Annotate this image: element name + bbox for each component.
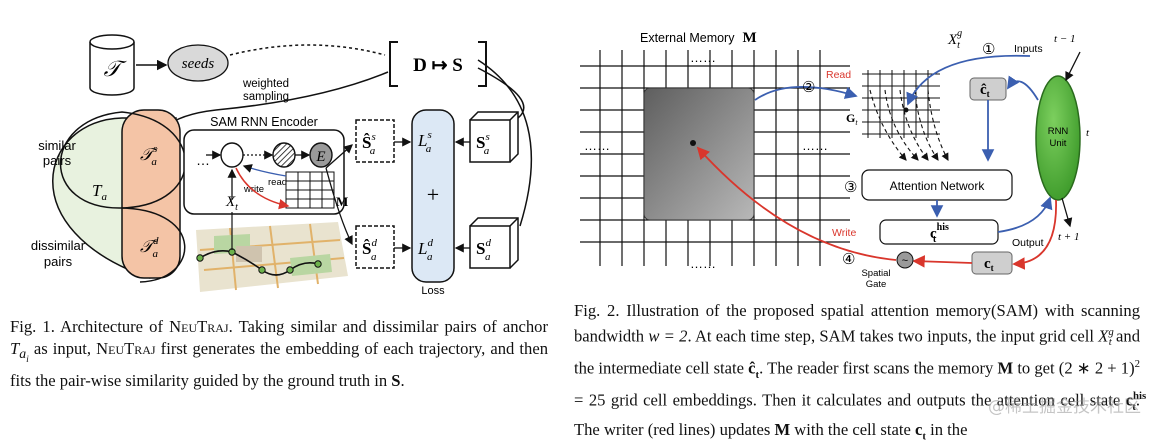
memory-grid-small <box>285 171 335 209</box>
t-minus-1-arrow <box>1065 51 1081 82</box>
rnn-unit <box>1035 75 1081 201</box>
matrix-to-s-dissimilar <box>477 59 533 227</box>
t-minus-1-label: t − 1 <box>1054 33 1075 45</box>
ground-truth-similar-cube <box>469 111 519 163</box>
dissimilar-pairs-label: pairs <box>44 254 73 269</box>
t-plus-1-label: t + 1 <box>1058 231 1079 243</box>
rnn-to-ct-arrow <box>1012 199 1057 270</box>
step-4-marker: ④ <box>842 251 855 268</box>
shat-similar-box <box>355 119 395 163</box>
attention-network-label: Attention Network <box>890 179 986 193</box>
rnn-label-2: Unit <box>1050 138 1067 149</box>
write-arrow <box>696 146 897 261</box>
encoder-title: SAM RNN Encoder <box>210 115 318 129</box>
rnn-label-1: RNN <box>1048 126 1069 137</box>
output-label: Output <box>1012 237 1044 249</box>
rnn-cell-node <box>220 142 244 168</box>
read-arrow <box>242 164 287 177</box>
write-arrow <box>235 167 290 210</box>
write-label: write <box>243 184 264 195</box>
gt-label: Gt <box>846 111 858 127</box>
read-arrow <box>754 86 858 101</box>
spatial-gate-tilde: ~ <box>902 255 908 267</box>
spatial-label: Spatial <box>861 268 890 279</box>
spatial-gate-node <box>896 251 914 269</box>
figure-1-diagram: 𝒯 seeds D ↦ S weighted sampling similar … <box>31 34 533 297</box>
similar-label: similar <box>38 138 76 153</box>
xt-label: Xt <box>225 194 238 213</box>
figure-1-caption: Fig. 1. Architecture of NeuTraj. Taking … <box>10 317 548 391</box>
weighted-label: weighted <box>242 78 289 90</box>
seeds-node <box>167 44 229 82</box>
memory-m-label: M <box>336 194 348 209</box>
loss-caption: Loss <box>421 285 445 297</box>
encoder-dots-left: … <box>196 152 210 168</box>
memory-dots-left: …… <box>584 138 610 153</box>
write-label: Write <box>832 227 856 239</box>
loss-box <box>411 109 455 283</box>
to-shat-s-arrow <box>325 144 353 169</box>
embedding-node <box>309 142 333 168</box>
embedding-label: E <box>315 149 325 165</box>
similarity-equation: D ↦ S <box>413 55 463 76</box>
hidden-state-node <box>272 142 296 168</box>
similarity-matrix-bracket <box>389 41 487 87</box>
chis-to-rnn-arrow <box>997 196 1053 233</box>
seeds-label: seeds <box>182 56 215 72</box>
dissimilar-lobe <box>121 207 186 283</box>
gt-center-dot <box>903 107 909 113</box>
pairs-column <box>121 109 181 279</box>
current-cell-dot <box>690 140 696 146</box>
rnn-to-ct-hat-arrow <box>1007 75 1039 101</box>
similar-pairs-label: pairs <box>43 153 72 168</box>
ct-hat-label: ĉt <box>980 82 990 99</box>
inputs-label: Inputs <box>1014 43 1043 55</box>
t-label: t <box>1086 127 1090 139</box>
dissimilar-label: dissimilar <box>31 238 86 253</box>
step-3-marker: ③ <box>844 179 857 196</box>
watermark: @稀土掘金技术社区 <box>988 397 1141 417</box>
seeds-to-similarity-dotted <box>229 44 386 56</box>
gt-grid <box>862 70 940 138</box>
memory-dots-bottom: …… <box>690 256 716 271</box>
read-label: Read <box>826 69 851 81</box>
sampling-label: sampling <box>243 91 289 103</box>
gate-label: Gate <box>866 279 887 290</box>
step-1-marker: ① <box>982 41 995 58</box>
t-plus-1-arrow <box>1061 197 1073 228</box>
input-xtg-arrow <box>906 54 1031 106</box>
trajectory-map-image <box>196 222 348 292</box>
read-label: read <box>268 177 287 188</box>
ct-to-gate-arrow <box>912 255 973 268</box>
memory-dots-top: …… <box>690 50 716 65</box>
memory-dots-right: …… <box>802 138 828 153</box>
sampling-arrow <box>162 71 389 129</box>
ct-label: ct <box>984 256 994 273</box>
to-shat-d-arrow <box>325 167 353 246</box>
ground-truth-dissimilar-cube <box>469 217 519 269</box>
loss-plus: + <box>427 182 439 207</box>
scanned-memory-region <box>643 87 755 221</box>
figure-2-caption: Fig. 2. Illustration of the proposed spa… <box>574 301 1147 442</box>
matrix-to-s-similar <box>477 67 525 119</box>
trajectory-points <box>196 248 322 274</box>
anchor-trajectory-label: Ta <box>92 181 107 203</box>
trajectory-database-icon <box>89 34 135 96</box>
shat-dissimilar-box <box>355 225 395 269</box>
step-2-marker: ② <box>802 79 815 96</box>
